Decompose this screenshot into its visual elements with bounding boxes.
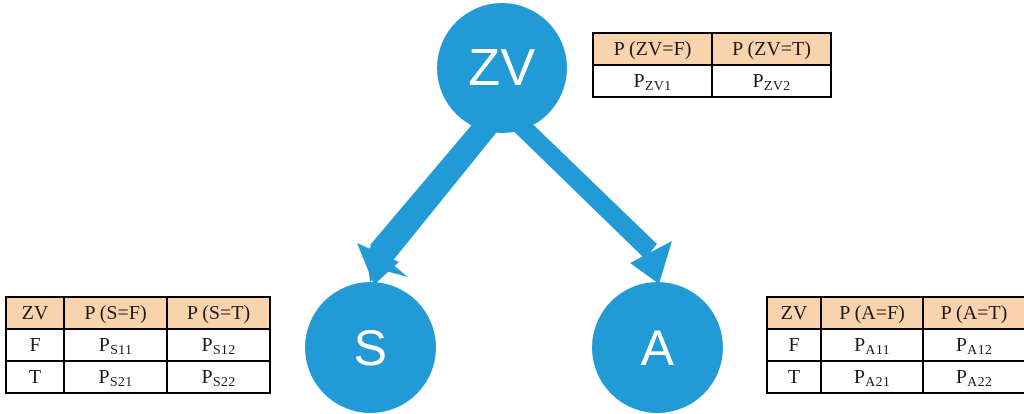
cpt-a-row0-value-true-base: P <box>955 333 968 356</box>
cpt-zv-value-true: PZV2 <box>711 64 832 98</box>
cpt-s-row1-value-true-sub: S22 <box>212 375 236 391</box>
cpt-table-zv: P (ZV=F) P (ZV=T) PZV1 PZV2 <box>592 32 832 98</box>
table-row: PZV1 PZV2 <box>592 64 832 98</box>
table-row: T PS21 PS22 <box>5 360 271 394</box>
cpt-table-a: ZV P (A=F) P (A=T) F PA11 PA12 T PA21 PA… <box>766 296 1024 394</box>
node-s-label: S <box>353 319 388 376</box>
table-row-header: ZV P (A=F) P (A=T) <box>766 296 1024 330</box>
node-a-label: A <box>640 319 675 376</box>
cpt-a-row0-value-false: PA11 <box>820 328 924 362</box>
cpt-s-header-false: P (S=F) <box>63 296 168 330</box>
cpt-a-row1-value-true-base: P <box>955 365 968 388</box>
cpt-s-row0-value-false: PS11 <box>63 328 168 362</box>
cpt-zv-value-false-sub: ZV1 <box>644 79 672 95</box>
cpt-a-row1-value-true-sub: A22 <box>967 375 993 391</box>
cpt-s-header-condition: ZV <box>5 296 65 330</box>
cpt-a-row0-value-false-base: P <box>854 333 866 356</box>
cpt-s-row1-value-true: PS22 <box>166 360 271 394</box>
cpt-a-row0-value-true-sub: A12 <box>967 343 993 359</box>
cpt-a-row1-value-false: PA21 <box>820 360 924 394</box>
cpt-s-row0-value-true: PS12 <box>166 328 271 362</box>
table-row: F PA11 PA12 <box>766 328 1024 362</box>
cpt-s-row0-condition: F <box>5 328 65 362</box>
cpt-s-row0-value-false-sub: S11 <box>110 343 133 359</box>
cpt-s-row1-value-false-sub: S21 <box>109 375 133 391</box>
cpt-s-header-true: P (S=T) <box>166 296 271 330</box>
cpt-a-row1-value-false-sub: A21 <box>865 375 891 391</box>
edge-zv-to-s <box>357 108 505 285</box>
cpt-s-row0-value-true-sub: S12 <box>212 343 236 359</box>
cpt-a-row0-value-false-sub: A11 <box>865 343 890 359</box>
table-row: T PA21 PA22 <box>766 360 1024 394</box>
cpt-a-header-false: P (A=F) <box>820 296 924 330</box>
cpt-s-row0-value-true-base: P <box>201 333 213 356</box>
table-row-header: ZV P (S=F) P (S=T) <box>5 296 271 330</box>
cpt-zv-value-true-base: P <box>752 69 764 92</box>
cpt-table-s: ZV P (S=F) P (S=T) F PS11 PS12 T PS21 PS… <box>5 296 271 394</box>
cpt-s-row0-value-false-base: P <box>98 333 111 356</box>
edge-zv-to-a <box>500 105 672 284</box>
cpt-s-row1-condition: T <box>5 360 65 394</box>
node-s[interactable]: S <box>305 282 436 413</box>
node-zv[interactable]: ZV <box>437 3 567 133</box>
node-zv-label: ZV <box>468 39 536 97</box>
node-a[interactable]: A <box>592 282 723 413</box>
cpt-zv-value-true-sub: ZV2 <box>763 79 791 95</box>
cpt-a-row0-value-true: PA12 <box>922 328 1024 362</box>
cpt-zv-header-false: P (ZV=F) <box>592 32 713 66</box>
cpt-a-row1-value-true: PA22 <box>922 360 1024 394</box>
table-row: F PS11 PS12 <box>5 328 271 362</box>
cpt-zv-value-false: PZV1 <box>592 64 713 98</box>
cpt-a-header-condition: ZV <box>766 296 822 330</box>
cpt-a-row1-value-false-base: P <box>853 365 866 388</box>
cpt-s-row1-value-false-base: P <box>98 365 110 388</box>
cpt-zv-value-false-base: P <box>633 69 645 92</box>
cpt-a-header-true: P (A=T) <box>922 296 1024 330</box>
cpt-a-row1-condition: T <box>766 360 822 394</box>
cpt-s-row1-value-false: PS21 <box>63 360 168 394</box>
cpt-s-row1-value-true-base: P <box>201 365 213 388</box>
table-row-header: P (ZV=F) P (ZV=T) <box>592 32 832 66</box>
cpt-zv-header-true: P (ZV=T) <box>711 32 832 66</box>
cpt-a-row0-condition: F <box>766 328 822 362</box>
